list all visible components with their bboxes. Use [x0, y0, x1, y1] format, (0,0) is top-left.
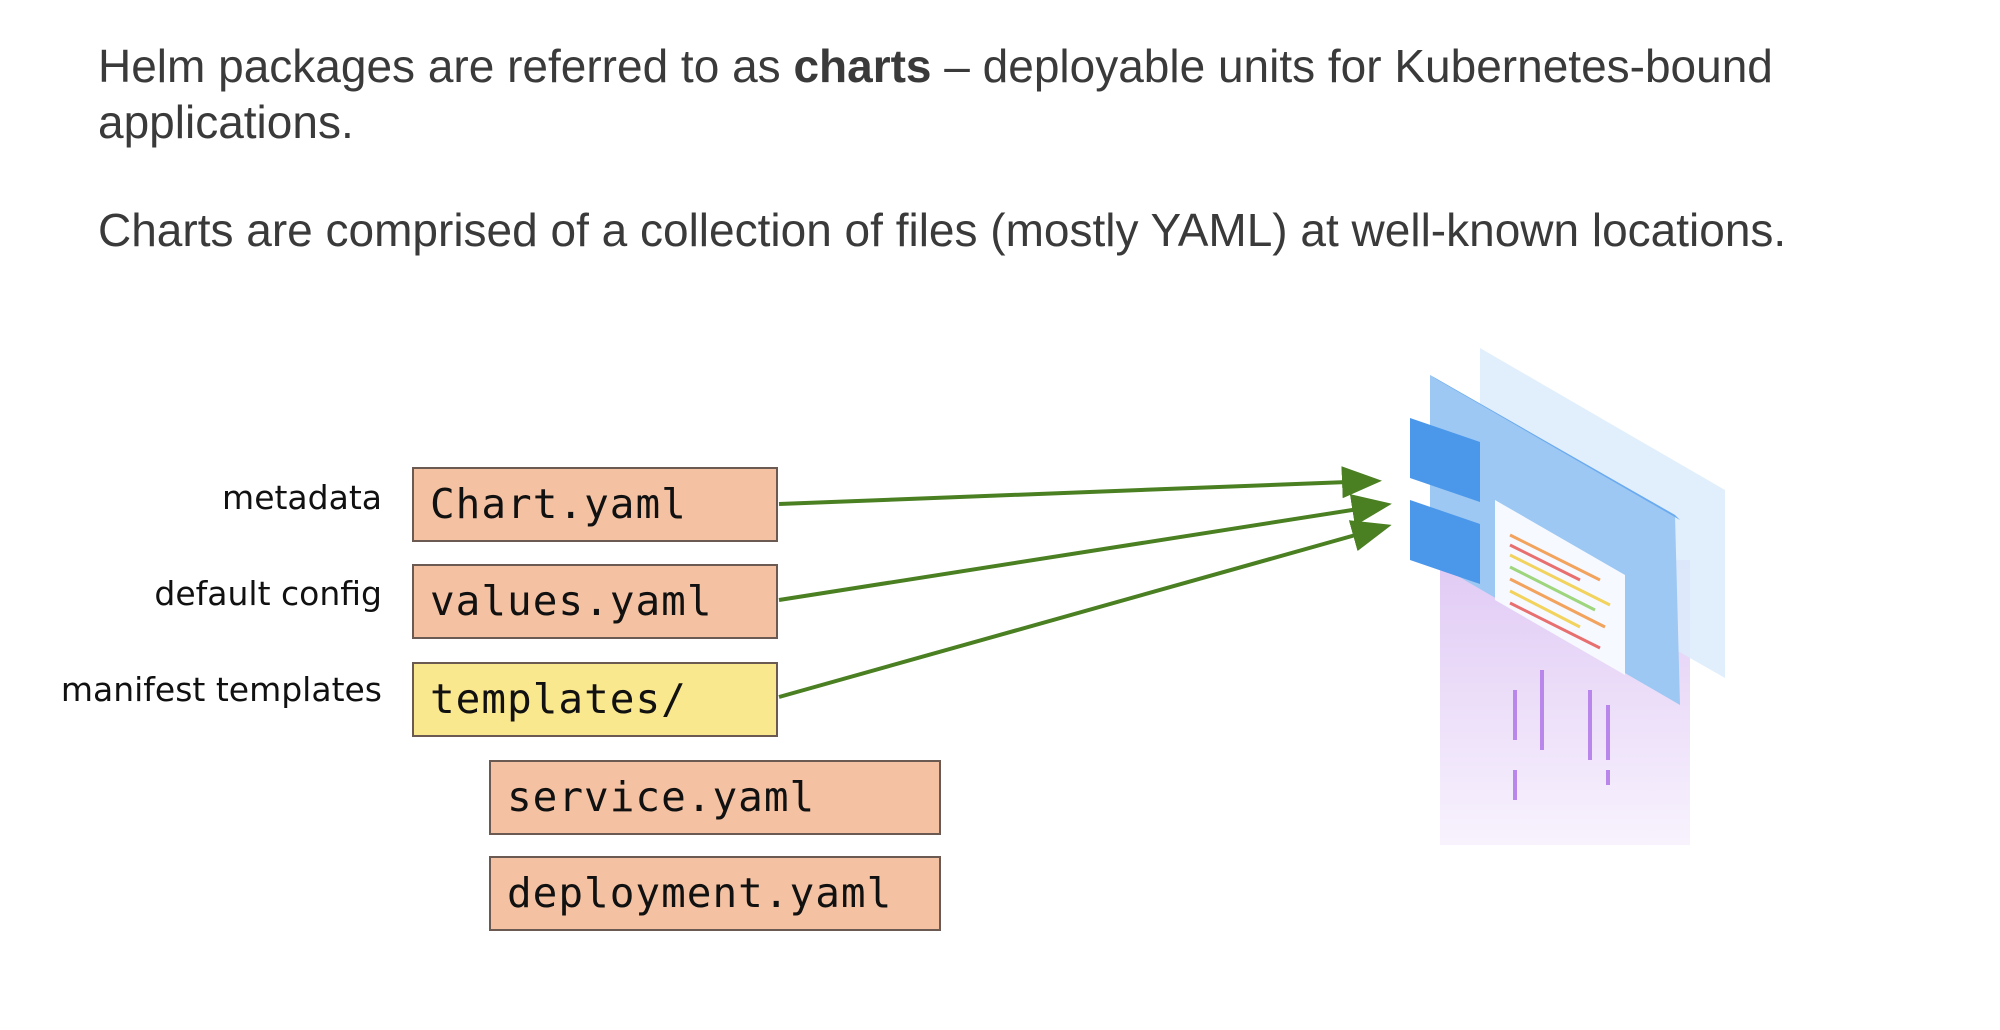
arrows: [778, 466, 1392, 699]
file-values-yaml: values.yaml: [412, 564, 778, 639]
file-deployment-yaml: deployment.yaml: [489, 856, 941, 931]
intro-bold-charts: charts: [793, 40, 932, 92]
charts-description: Charts are comprised of a collection of …: [98, 204, 1787, 256]
arrow-chart: [778, 466, 1382, 506]
arrow-templates: [778, 520, 1392, 699]
arrow-values: [778, 494, 1392, 602]
label-metadata: metadata: [222, 478, 382, 517]
file-chart-yaml: Chart.yaml: [412, 467, 778, 542]
intro-paragraph: Helm packages are referred to as charts …: [98, 38, 1978, 150]
kubernetes-cluster-icon: [1410, 348, 1725, 845]
label-default-config: default config: [154, 574, 382, 613]
intro-text-post: – deployable units for Kubernetes-bound …: [98, 40, 1773, 148]
folder-templates: templates/: [412, 662, 778, 737]
file-service-yaml: service.yaml: [489, 760, 941, 835]
label-manifest-templates: manifest templates: [60, 670, 382, 709]
intro-text-pre: Helm packages are referred to as: [98, 40, 794, 92]
